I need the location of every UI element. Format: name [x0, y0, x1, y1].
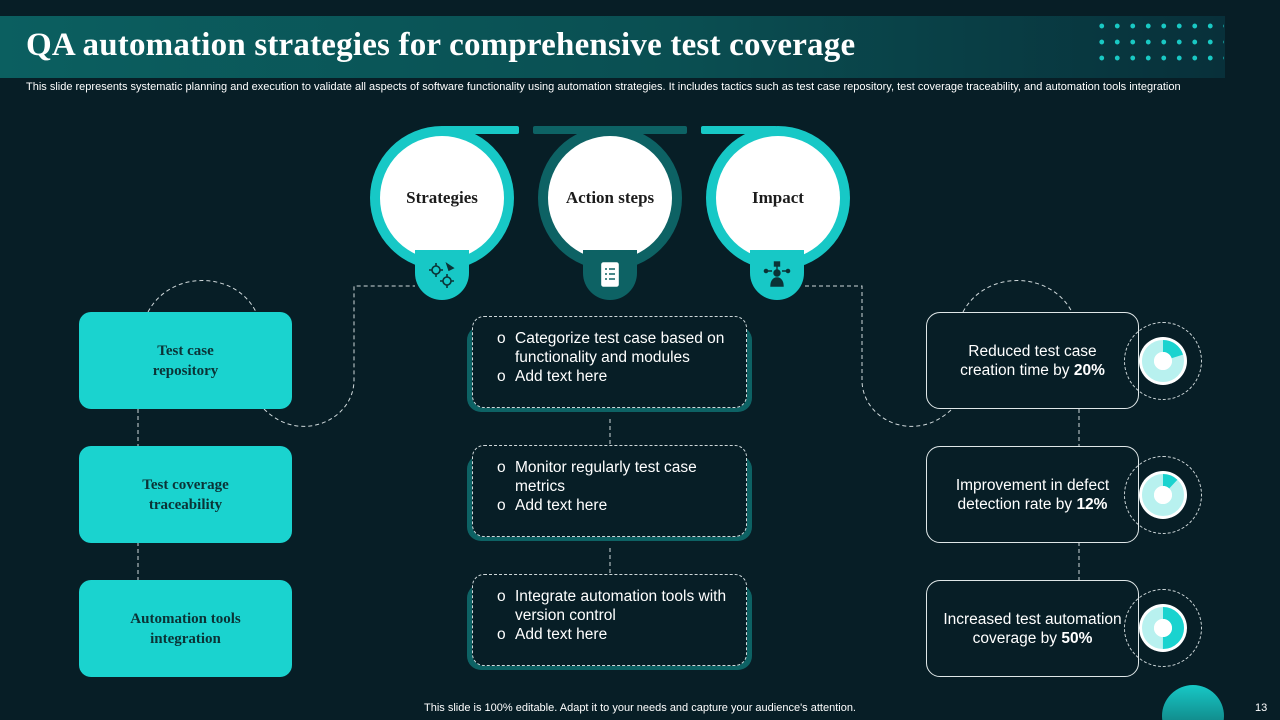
header-bar-strategies — [442, 126, 519, 134]
strategy-label: Automation tools integration — [130, 610, 241, 647]
page-title: QA automation strategies for comprehensi… — [26, 27, 856, 63]
title-bar — [0, 16, 1225, 78]
donut-hole — [1154, 486, 1172, 504]
impact-card-3: Increased test automation coverage by 50… — [926, 580, 1139, 677]
impact-value: 50% — [1061, 629, 1093, 647]
donut-hole — [1154, 619, 1172, 637]
strategy-test-case-repository: Test case repository — [79, 312, 292, 409]
strategy-label: Test case repository — [152, 342, 219, 379]
header-impact: Impact — [706, 126, 850, 270]
header-strategies: Strategies — [370, 126, 514, 270]
header-bar-impact — [701, 126, 777, 134]
strategy-label: Test coverage traceability — [142, 476, 229, 513]
donut-value-arc — [1142, 340, 1184, 382]
impact-value: 20% — [1073, 361, 1105, 379]
decorative-corner-circle — [1162, 685, 1224, 720]
page-number: 13 — [1255, 702, 1268, 714]
settings-gears-icon — [415, 250, 469, 300]
impact-donut-1 — [1124, 322, 1202, 400]
impact-card-2: Improvement in defect detection rate by … — [926, 446, 1139, 543]
impact-donut-2 — [1124, 456, 1202, 534]
impact-text: Reduced test case creation time by — [960, 342, 1097, 379]
header-action-steps: Action steps — [538, 126, 682, 270]
header-label: Action steps — [565, 188, 655, 207]
decorative-dot-grid — [1094, 18, 1224, 62]
header-label: Strategies — [406, 188, 478, 207]
header-label: Impact — [752, 188, 804, 207]
network-person-icon — [750, 250, 804, 300]
checklist-icon — [583, 250, 637, 300]
strategy-automation-tools-integration: Automation tools integration — [79, 580, 292, 677]
impact-value: 12% — [1076, 495, 1108, 513]
strategy-test-coverage-traceability: Test coverage traceability — [79, 446, 292, 543]
donut-value-arc — [1142, 607, 1184, 649]
impact-text: Improvement in defect detection rate by — [955, 476, 1110, 513]
impact-text: Increased test automation coverage by — [943, 610, 1122, 647]
footer-note: This slide is 100% editable. Adapt it to… — [424, 702, 856, 714]
donut-value-arc — [1142, 474, 1184, 516]
donut-hole — [1154, 352, 1172, 370]
page-subtitle: This slide represents systematic plannin… — [26, 81, 1181, 93]
impact-donut-3 — [1124, 589, 1202, 667]
impact-card-1: Reduced test case creation time by 20% — [926, 312, 1139, 409]
